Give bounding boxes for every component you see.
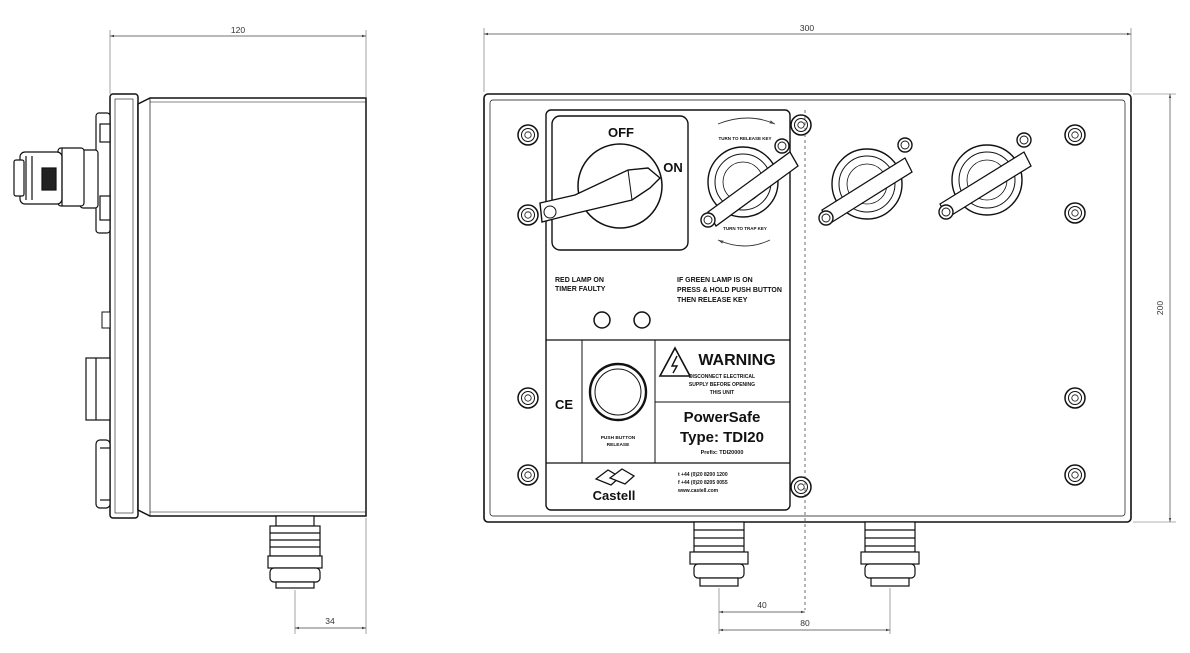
dim-gland-spacing: 80 [800, 618, 810, 628]
isolator-off-label: OFF [608, 125, 634, 140]
screw-icon [517, 204, 539, 226]
side-key-assembly [13, 112, 111, 234]
green-lamp-line3: THEN RELEASE KEY [677, 297, 748, 304]
isolator-on-label: ON [663, 160, 683, 175]
key-switch-panel[interactable]: TURN TO RELEASE KEY TURN TO TRAP KEY [700, 117, 799, 247]
green-lamp-line2: PRESS & HOLD PUSH BUTTON [677, 287, 782, 294]
front-cable-gland-2 [860, 521, 920, 587]
side-view [13, 93, 367, 589]
dim-side-gland-offset: 34 [325, 616, 335, 626]
red-lamp-line2: TIMER FAULTY [555, 286, 606, 293]
dim-gland-offset: 40 [757, 600, 767, 610]
corner-screw-icon [517, 464, 539, 486]
front-cable-gland-1 [689, 521, 749, 587]
red-lamp [593, 311, 611, 329]
side-mounting-plate [109, 93, 139, 519]
dim-front-width: 300 [800, 23, 814, 33]
product-prefix: Prefix: TDI20000 [701, 450, 744, 456]
green-lamp-line1: IF GREEN LAMP IS ON [677, 277, 753, 284]
corner-screw-icon [1064, 464, 1086, 486]
product-type: Type: TDI20 [680, 429, 764, 446]
red-lamp-line1: RED LAMP ON [555, 277, 604, 284]
castell-logo-icon [594, 468, 636, 486]
screw-icon [1064, 387, 1086, 409]
key-switch-2[interactable] [818, 137, 913, 226]
turn-to-trap-label: TURN TO TRAP KEY [723, 226, 767, 231]
warning-triangle-icon [658, 346, 692, 377]
product-name: PowerSafe [684, 409, 761, 426]
warning-line1: DISCONNECT ELECTRICAL [689, 374, 755, 380]
front-view: OFF ON TURN TO RELEASE KEY TURN TO TRAP … [483, 93, 1132, 610]
screw-icon [790, 114, 812, 136]
screw-icon [790, 476, 812, 498]
front-dimensions: 300 200 40 80 [483, 23, 1176, 634]
corner-screw-icon [1064, 124, 1086, 146]
push-button[interactable] [588, 362, 648, 422]
contact-fax: f +44 (0)20 8205 0055 [678, 480, 728, 486]
screw-icon [517, 387, 539, 409]
green-lamp [633, 311, 651, 329]
turn-to-release-label: TURN TO RELEASE KEY [719, 136, 772, 141]
key-switch-3[interactable] [938, 132, 1032, 220]
contact-web: www.castell.com [677, 488, 719, 494]
side-enclosure-body [137, 97, 367, 517]
corner-screw-icon [517, 124, 539, 146]
dim-side-width: 120 [231, 25, 245, 35]
brand-logo-text: Castell [593, 488, 636, 503]
warning-line3: THIS UNIT [710, 390, 734, 396]
ce-mark: CE [555, 397, 573, 412]
push-button-label1: PUSH BUTTON [601, 435, 636, 441]
warning-title: WARNING [698, 352, 775, 369]
side-cable-gland [267, 515, 323, 589]
push-button-label2: RELEASE [607, 442, 630, 448]
screw-icon [1064, 202, 1086, 224]
isolator-switch[interactable]: OFF ON [539, 115, 689, 251]
side-dimensions: 120 34 [109, 25, 367, 634]
contact-phone: t +44 (0)20 8200 1200 [678, 472, 728, 478]
warning-line2: SUPPLY BEFORE OPENING [689, 382, 755, 388]
dim-front-height: 200 [1155, 301, 1165, 315]
